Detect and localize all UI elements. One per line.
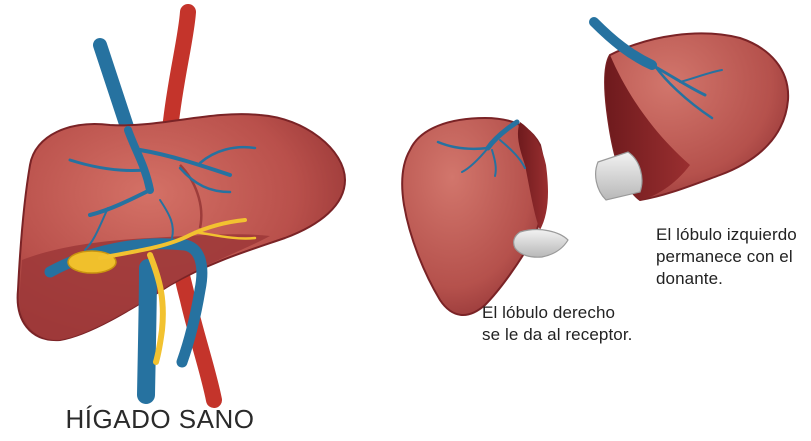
healthy-liver-title: HÍGADO SANO bbox=[45, 404, 275, 434]
healthy-liver bbox=[18, 12, 345, 400]
left-lobe bbox=[594, 22, 788, 200]
vena-cava-bottom bbox=[146, 268, 148, 395]
right-lobe-stump bbox=[514, 230, 568, 258]
right-lobe-caption-line-1: El lóbulo derecho bbox=[482, 302, 632, 324]
left-lobe-caption-line-2: permanece con el bbox=[656, 246, 797, 268]
vena-cava-top bbox=[100, 45, 128, 130]
right-lobe-caption-line-2: se le da al receptor. bbox=[482, 324, 632, 346]
left-lobe-caption-line-1: El lóbulo izquierdo bbox=[656, 224, 797, 246]
right-lobe-caption: El lóbulo derecho se le da al receptor. bbox=[482, 302, 632, 346]
left-lobe-stump bbox=[596, 152, 642, 200]
left-lobe-caption-line-3: donante. bbox=[656, 268, 797, 290]
right-lobe bbox=[402, 118, 568, 315]
left-lobe-caption: El lóbulo izquierdo permanece con el don… bbox=[656, 224, 797, 290]
